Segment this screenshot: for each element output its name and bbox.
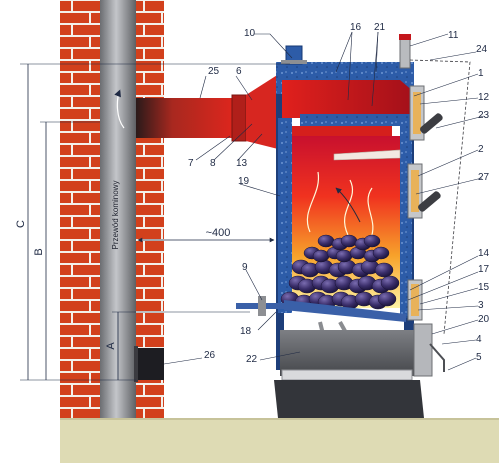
distance-label: ~400: [206, 227, 231, 239]
coal-lump: [374, 262, 394, 278]
floor-edge: [60, 418, 499, 420]
chimney-cleanout-frame: [134, 346, 138, 382]
coal-lump: [317, 234, 335, 248]
chimney-label: Przewód kominowy: [111, 181, 120, 250]
callout-18: 18: [240, 326, 252, 337]
leader-lines: [163, 31, 485, 371]
baffle-plate-lower: [284, 126, 392, 136]
flame-swirl-2: [343, 179, 353, 236]
dimension-a-label: A: [105, 342, 117, 350]
callout-10: 10: [244, 28, 256, 39]
callout-24: 24: [476, 44, 488, 55]
callout-5: 5: [476, 352, 482, 363]
flame-arrow: [335, 187, 361, 223]
grate: [284, 300, 406, 322]
callout-14: 14: [478, 248, 490, 259]
coal-lump: [363, 234, 381, 248]
callout-1: 1: [478, 68, 484, 79]
inner-baffle: [333, 149, 401, 161]
callout-15: 15: [478, 282, 490, 293]
callout-2: 2: [478, 144, 484, 155]
callout-labels: 10 16 21 11 24 25 6 1 12 23 7 8 13 2 19 …: [188, 22, 490, 365]
baffle-plate-upper: [300, 114, 414, 126]
flame-swirl-3: [367, 187, 374, 241]
dimension-b-label: B: [33, 248, 45, 255]
callout-23: 23: [478, 110, 490, 121]
ash-pan: [281, 369, 413, 381]
flue-transition: [246, 72, 282, 150]
middle-door-insulation: [411, 170, 419, 212]
callout-27: 27: [478, 172, 490, 183]
callout-13: 13: [236, 158, 248, 169]
coal-lump: [377, 291, 397, 307]
callout-16-top: 16: [350, 22, 362, 33]
draft-regulator: [399, 37, 411, 69]
ash-door: [413, 323, 433, 377]
callout-9: 9: [242, 262, 248, 273]
floor: [60, 418, 499, 463]
top-outlet-nut: [281, 60, 307, 64]
callout-19: 19: [238, 176, 250, 187]
middle-door-handle: [418, 191, 441, 212]
flue-gas-arrow-in-chimney: [114, 89, 125, 129]
callout-12: 12: [478, 92, 490, 103]
callout-25: 25: [208, 66, 220, 77]
boiler-base: [274, 380, 424, 418]
callout-6: 6: [236, 66, 242, 77]
flame-swirl-1: [306, 171, 320, 233]
coal-pile: [280, 234, 400, 310]
flue-collar: [231, 94, 247, 142]
callout-8: 8: [210, 158, 216, 169]
regulator-chain: [409, 59, 471, 335]
callout-4: 4: [476, 334, 482, 345]
upper-door-handle: [420, 113, 443, 134]
coal-lump: [340, 234, 358, 248]
callout-17: 17: [478, 264, 490, 275]
flue-duct: [136, 98, 240, 138]
callout-20: 20: [478, 314, 490, 325]
coal-lump: [335, 249, 353, 263]
draft-regulator-cap: [399, 34, 411, 40]
lower-door-insulation: [411, 284, 419, 316]
dimension-c-label: C: [15, 220, 27, 228]
chimney-cleanout-door: [136, 348, 164, 380]
callout-11: 11: [448, 30, 459, 41]
callout-22: 22: [246, 354, 258, 365]
ash-door-latch: [429, 343, 445, 372]
coal-lump: [312, 249, 330, 263]
bottom-inlet-nut: [258, 296, 266, 316]
ash-pit: [280, 330, 414, 376]
callout-7: 7: [188, 158, 194, 169]
callout-21: 21: [374, 22, 386, 33]
coal-lump: [372, 246, 390, 260]
water-jacket-left: [278, 118, 292, 313]
coal-lump: [380, 275, 400, 291]
callout-3: 3: [478, 300, 484, 311]
callout-26: 26: [204, 350, 216, 361]
upper-door-insulation: [413, 92, 421, 134]
